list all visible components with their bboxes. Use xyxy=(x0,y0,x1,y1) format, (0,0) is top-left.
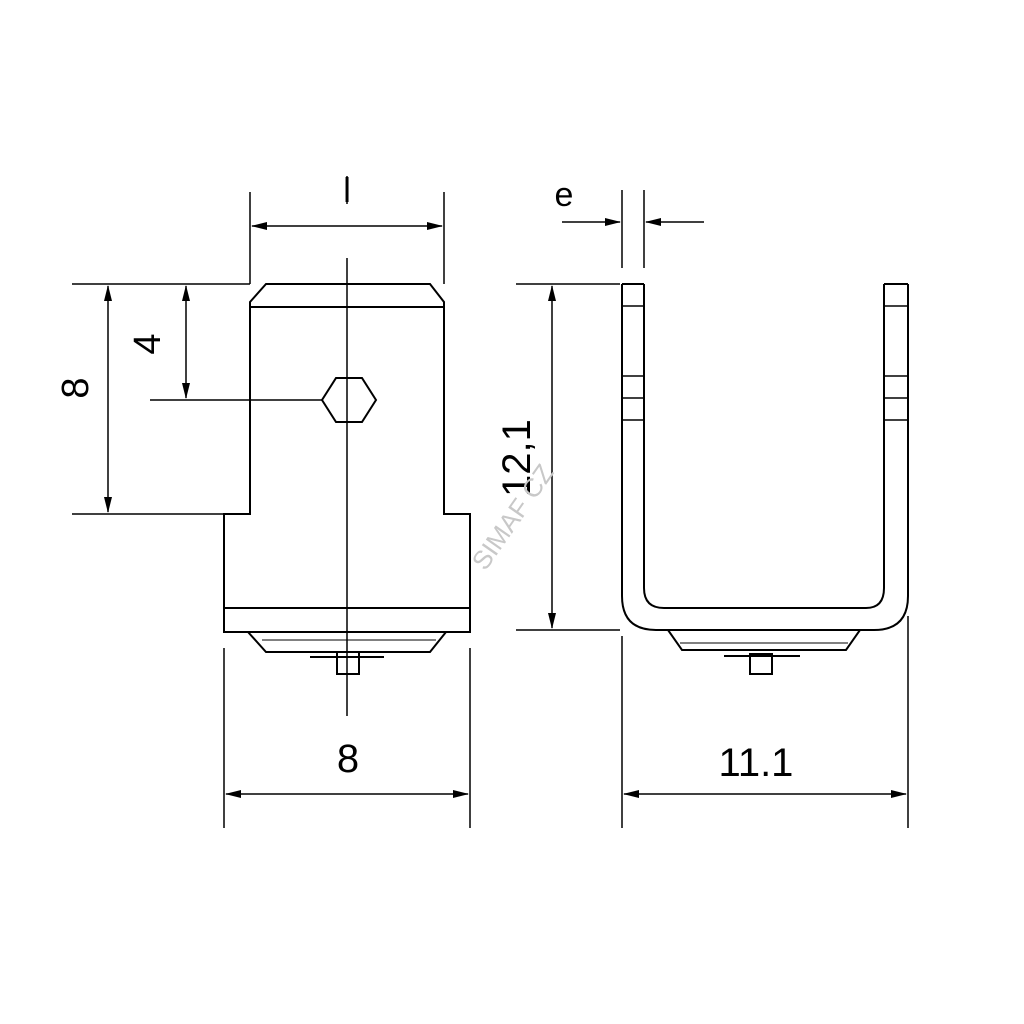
side-dim-top-label: e xyxy=(555,176,574,214)
front-dim-top-label: l xyxy=(343,172,351,210)
front-dim-left-inner-label: 4 xyxy=(127,333,169,354)
front-dimensions xyxy=(72,192,471,828)
front-dim-left-outer-label: 8 xyxy=(55,377,97,398)
side-foot xyxy=(667,629,861,651)
front-dim-bottom-label: 8 xyxy=(337,737,359,781)
side-u-outer xyxy=(621,284,909,631)
front-hole xyxy=(320,377,378,423)
side-dim-height-label: 12,1 xyxy=(495,419,539,497)
side-u-inner xyxy=(643,284,885,609)
front-view xyxy=(223,176,471,716)
side-dimensions xyxy=(516,190,909,828)
side-dim-bottom-label: 11.1 xyxy=(719,741,794,785)
front-pin xyxy=(336,651,360,675)
side-view xyxy=(621,283,909,675)
side-pin xyxy=(749,653,773,675)
